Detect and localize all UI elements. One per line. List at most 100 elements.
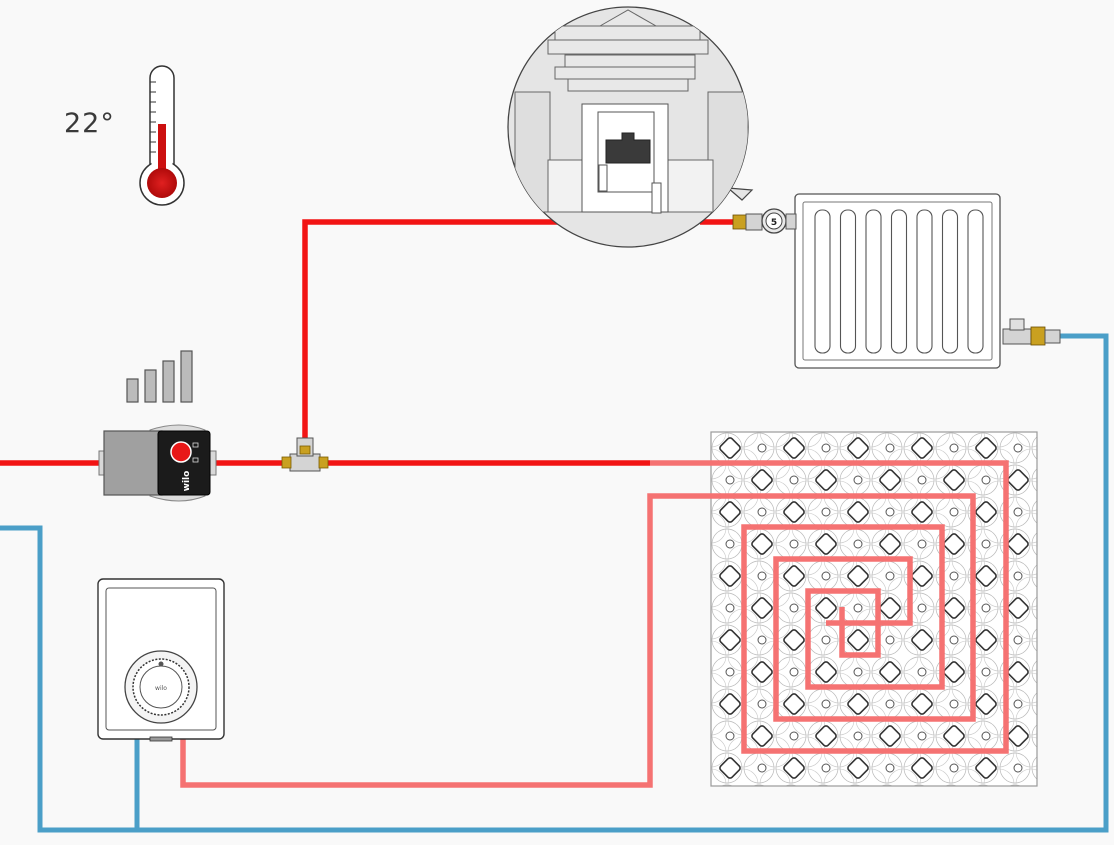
panel-knob: [1007, 661, 1029, 683]
panel-ring: [821, 699, 831, 709]
panel-knob: [847, 565, 869, 587]
panel-knob: [1007, 597, 1029, 619]
panel-ring: [757, 571, 767, 581]
circulation-pump[interactable]: wilo: [98, 424, 217, 502]
pump-speed-knob[interactable]: [170, 441, 192, 463]
panel-knob: [975, 437, 997, 459]
tee-fitting: [281, 437, 329, 472]
panel-knob: [975, 565, 997, 587]
panel-ring: [949, 635, 959, 645]
panel-knob: [751, 725, 773, 747]
panel-ring: [885, 635, 895, 645]
radiator-outlet-valve[interactable]: [1002, 318, 1061, 346]
panel-ring: [885, 507, 895, 517]
panel-ring: [1013, 571, 1023, 581]
supply-pipes: [0, 219, 735, 466]
panel-knob: [815, 725, 837, 747]
valve-setting-label: 5: [771, 218, 777, 228]
panel-ring: [821, 443, 831, 453]
radiator-fin: [890, 209, 908, 354]
return-pipes: [0, 333, 1109, 833]
supply-pipe-radiator: [302, 219, 560, 455]
panel-ring: [949, 763, 959, 773]
panel-ring: [917, 667, 927, 677]
panel-ring: [853, 731, 863, 741]
panel-knob: [847, 629, 869, 651]
thermometer-icon: [139, 65, 185, 206]
panel-ring: [1013, 635, 1023, 645]
radiator-fin: [865, 209, 882, 354]
panel-knob: [815, 533, 837, 555]
panel-ring: [757, 635, 767, 645]
panel-ring: [981, 603, 991, 613]
panel-knob: [975, 693, 997, 715]
panel-ring: [981, 731, 991, 741]
panel-ring: [725, 667, 735, 677]
panel-ring: [853, 667, 863, 677]
panel-knob: [911, 437, 933, 459]
panel-knob: [943, 533, 965, 555]
panel-knob: [815, 597, 837, 619]
panel-knobs: [719, 437, 1029, 779]
radiator-fin: [814, 209, 831, 354]
panel-knob: [943, 597, 965, 619]
panel-ring: [821, 635, 831, 645]
panel-knob: [879, 725, 901, 747]
panel-knob: [719, 693, 741, 715]
panel-knob: [879, 661, 901, 683]
panel-knob: [943, 469, 965, 491]
panel-ring: [949, 443, 959, 453]
panel-ring: [757, 699, 767, 709]
panel-ring: [789, 603, 799, 613]
radiator-fin: [916, 209, 933, 354]
panel-ring: [757, 507, 767, 517]
panel-knob: [975, 629, 997, 651]
panel-knob: [847, 693, 869, 715]
radiator-fin: [839, 209, 857, 354]
panel-knob: [943, 725, 965, 747]
panel-ring: [1013, 763, 1023, 773]
panel-ring: [789, 475, 799, 485]
panel-knob: [879, 469, 901, 491]
panel-ring: [821, 507, 831, 517]
panel-knob: [911, 501, 933, 523]
panel-ring: [853, 603, 863, 613]
panel-ring: [917, 603, 927, 613]
panel-knob: [783, 437, 805, 459]
panel-ring: [949, 507, 959, 517]
panel-knob: [911, 629, 933, 651]
panel-knob: [879, 533, 901, 555]
room-temperature-label: 22°: [64, 108, 115, 139]
room-thermostat[interactable]: wilo: [97, 578, 225, 742]
panel-ring: [917, 539, 927, 549]
panel-ring: [853, 539, 863, 549]
panel-ring: [821, 571, 831, 581]
panel-ring: [981, 475, 991, 485]
panel-ring: [885, 443, 895, 453]
panel-knob: [751, 597, 773, 619]
panel-knob: [783, 501, 805, 523]
panel-knob: [1007, 725, 1029, 747]
panel-knob: [911, 693, 933, 715]
panel-knob: [1007, 533, 1029, 555]
panel-knob: [975, 501, 997, 523]
panel-ring: [949, 699, 959, 709]
panel-ring: [789, 731, 799, 741]
panel-knob: [943, 661, 965, 683]
panel-knob: [911, 757, 933, 779]
panel-ring: [885, 699, 895, 709]
panel-knob: [911, 565, 933, 587]
panel-ring: [725, 603, 735, 613]
radiator: [794, 193, 1001, 369]
panel-ring: [885, 763, 895, 773]
panel-knob: [847, 437, 869, 459]
radiator-inlet-valve[interactable]: 5: [732, 208, 797, 234]
pump-brand-label: wilo: [182, 471, 192, 492]
panel-ring: [981, 539, 991, 549]
panel-knob: [751, 469, 773, 491]
thermostat-dial-label: wilo: [155, 685, 167, 692]
panel-knob: [719, 437, 741, 459]
valve-detail-magnifier: [507, 6, 754, 248]
panel-knob: [783, 565, 805, 587]
panel-ring: [789, 539, 799, 549]
